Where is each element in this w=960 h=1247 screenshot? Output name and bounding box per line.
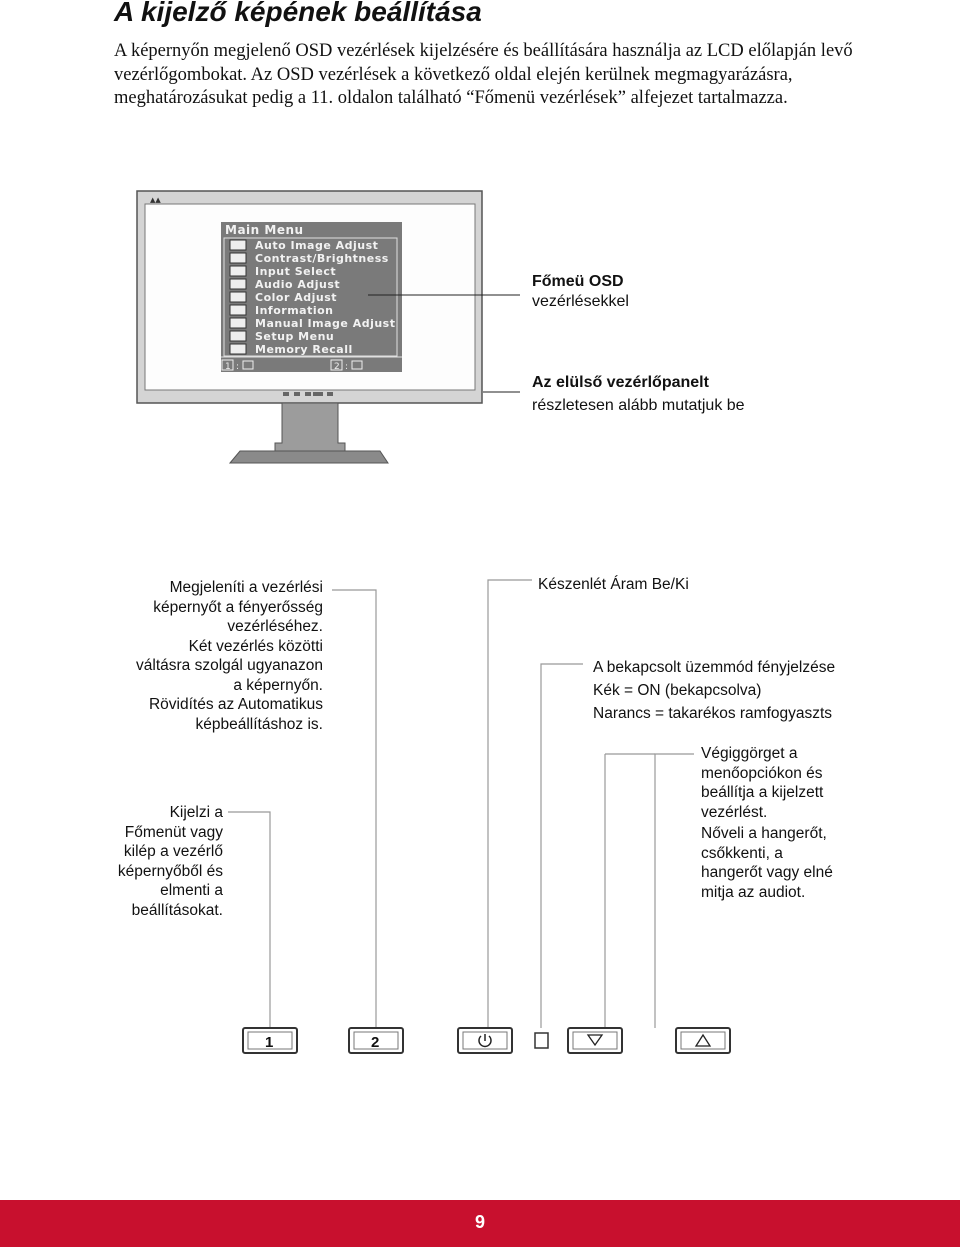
callout-line: vezérléséhez. — [227, 618, 323, 635]
osd-menu-item: Information — [229, 304, 334, 317]
osd-main-menu: Main Menu Auto Image AdjustContrast/Brig… — [221, 222, 402, 372]
callout-line: Nőveli a hangerőt, — [701, 825, 827, 842]
osd-footer-2: 2 — [334, 362, 340, 372]
osd-title: Main Menu — [225, 223, 304, 237]
power-icon — [478, 1034, 492, 1048]
info-icon — [229, 304, 247, 316]
callout-line: Készenlét Áram Be/Ki — [538, 576, 689, 593]
memory-icon — [229, 343, 247, 355]
callout-line: beállításokat. — [131, 901, 223, 919]
callout-line: elmenti a — [160, 882, 223, 899]
callout-line: Kék = ON (bekapcsolva) — [593, 682, 762, 699]
callout-line: vezérlésekkel — [532, 292, 629, 310]
intro-paragraph: A képernyőn megjelenő OSD vezérlések kij… — [114, 41, 853, 108]
callout-line: Főmeü OSD — [532, 273, 624, 290]
osd-menu-item: Audio Adjust — [229, 278, 340, 291]
callout-line: Főmenüt vagy — [124, 823, 223, 841]
svg-text::: : — [345, 362, 348, 372]
down-button[interactable] — [567, 1027, 623, 1054]
osd-menu-item: Memory Recall — [229, 343, 353, 356]
page-number: 9 — [474, 1212, 485, 1232]
callout-line: hangerőt vagy elné — [701, 864, 833, 881]
callout-line: a képernyőn. — [233, 676, 323, 694]
button-1[interactable]: 1 — [242, 1027, 298, 1054]
power-button[interactable] — [457, 1027, 513, 1054]
question-icon — [229, 330, 247, 342]
osd-menu-item-label: Manual Image Adjust — [255, 317, 396, 330]
button-2[interactable]: 2 — [348, 1027, 404, 1054]
osd-menu-item-label: Contrast/Brightness — [255, 252, 389, 265]
brand-logo: ▲▲ — [150, 196, 161, 204]
callout-line: Narancs = takarékos ramfogyaszts — [593, 705, 833, 722]
callout-line: Rövidítés az Automatikus — [148, 696, 323, 713]
auto-adjust-icon — [229, 239, 247, 251]
callout-line: csőkkenti, a — [701, 844, 783, 862]
osd-menu-item-label: Audio Adjust — [255, 278, 340, 291]
osd-menu-item-label: Auto Image Adjust — [255, 239, 378, 252]
osd-menu-item-label: Information — [255, 304, 334, 317]
callout-line: vezérlést. — [701, 803, 768, 821]
osd-menu-item: Input Select — [229, 265, 336, 278]
callout-line: beállítja a kijelzett — [701, 784, 824, 801]
osd-menu-item: Auto Image Adjust — [229, 239, 378, 252]
callout-arrows: Végiggörget a menőopciókon és beállítja … — [701, 744, 833, 902]
callout-line: részletesen alább mutatjuk be — [532, 397, 745, 414]
color-icon — [229, 291, 247, 303]
front-panel-buttons: 1 2 — [242, 1027, 731, 1054]
input-icon — [229, 265, 247, 277]
callout-front-panel: Az elülső vezérlőpanelt részletesen aláb… — [532, 371, 745, 417]
callout-line: Kijelzi a — [169, 804, 223, 821]
button-2-label: 2 — [371, 1034, 379, 1051]
callout-main-osd: Főmeü OSD vezérlésekkel — [532, 272, 629, 311]
callout-line: képernyőből és — [117, 862, 223, 880]
footer-bar — [0, 1200, 960, 1247]
svg-text::: : — [236, 362, 239, 372]
osd-footer-1: 1 — [225, 362, 231, 372]
triangle-down-icon — [586, 1034, 604, 1047]
callout-line: Két vezérlés közötti — [188, 637, 323, 655]
callout-line: menőopciókon és — [701, 764, 823, 782]
power-led — [534, 1032, 549, 1049]
callout-line: Az elülső vezérlőpanelt — [532, 374, 709, 391]
osd-menu-item-label: Memory Recall — [255, 343, 353, 356]
up-button[interactable] — [675, 1027, 731, 1054]
osd-menu-item-label: Setup Menu — [255, 330, 334, 343]
callout-line: váltásra szolgál ugyanazon — [136, 657, 323, 674]
callout-line: Megjeleníti a vezérlési — [169, 579, 323, 596]
manual-icon — [229, 317, 247, 329]
callout-line: képbeállításhoz is. — [195, 715, 323, 733]
callout-button-2: Megjeleníti a vezérlési képernyőt a fény… — [136, 578, 323, 734]
osd-menu-item: Setup Menu — [229, 330, 334, 343]
page-title: A kijelző képének beállítása — [114, 0, 482, 27]
triangle-up-icon — [694, 1033, 712, 1047]
callout-line: Végiggörget a — [701, 745, 798, 762]
callout-led: A bekapcsolt üzemmód fényjelzése Kék = O… — [593, 656, 835, 725]
button-1-label: 1 — [265, 1034, 273, 1051]
osd-menu-item: Contrast/Brightness — [229, 252, 389, 265]
callout-button-1: Kijelzi a Főmenüt vagy kilép a vezérlő k… — [118, 803, 223, 920]
osd-menu-item: Manual Image Adjust — [229, 317, 396, 330]
osd-menu-item-label: Input Select — [255, 265, 336, 278]
callout-power: Készenlét Áram Be/Ki — [538, 575, 689, 595]
callout-line: képernyőt a fényerősség — [153, 598, 323, 616]
osd-menu-item: Color Adjust — [229, 291, 337, 304]
callout-lines — [228, 579, 694, 1028]
audio-icon — [229, 278, 247, 290]
osd-menu-item-label: Color Adjust — [255, 291, 337, 304]
callout-line: mitja az audiot. — [701, 883, 806, 901]
callout-line: A bekapcsolt üzemmód fényjelzése — [593, 659, 836, 676]
contrast-icon — [229, 252, 247, 264]
callout-line: kilép a vezérlő — [123, 843, 223, 860]
